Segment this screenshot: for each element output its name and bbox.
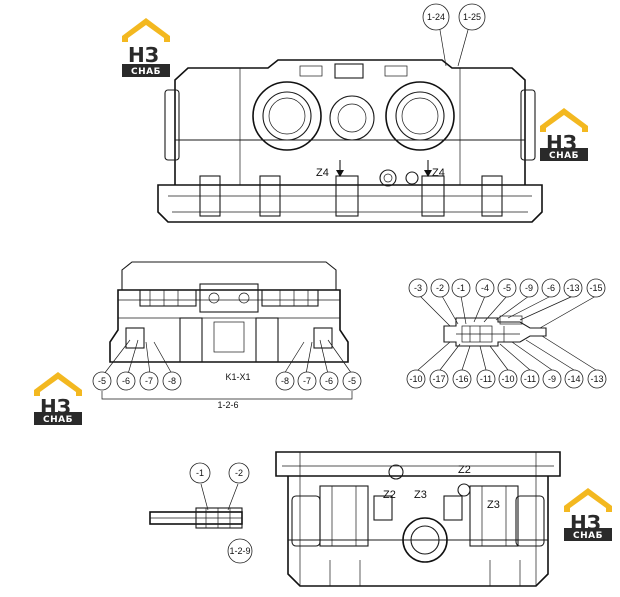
callout-middle-right-4: -5 — [342, 371, 362, 391]
callout-middle-left-1: -5 — [92, 371, 112, 391]
top-view: Z4 Z4 1-24 1-25 — [157, 3, 543, 223]
svg-text:-16: -16 — [455, 374, 468, 384]
svg-text:-3: -3 — [414, 283, 422, 293]
section-label: K1-X1 — [225, 372, 250, 382]
svg-text:-6: -6 — [122, 376, 130, 386]
svg-text:-10: -10 — [409, 374, 422, 384]
svg-text:-14: -14 — [567, 374, 580, 384]
callout-1-2-9: 1-2-9 — [227, 538, 253, 564]
svg-text:-8: -8 — [281, 376, 289, 386]
callout-middle-right-1: -8 — [275, 371, 295, 391]
callout-detail-bottom-9: -13 — [587, 369, 607, 389]
svg-text:-15: -15 — [589, 283, 602, 293]
callout-detail-top-1: -3 — [408, 278, 428, 298]
logo-bottom-right: НЗ СНАБ — [560, 484, 616, 541]
port-label-z3-right: Z3 — [487, 499, 500, 511]
callout-bottom-left-1: -1 — [189, 462, 211, 484]
svg-text:-2: -2 — [235, 468, 243, 478]
logo-word: СНАБ — [43, 415, 73, 425]
svg-text:-5: -5 — [348, 376, 356, 386]
callout-1-24: 1-24 — [422, 3, 450, 31]
svg-text:-5: -5 — [98, 376, 106, 386]
bottom-right-view: Z2 Z3 Z2 Z3 — [275, 451, 561, 587]
callout-detail-bottom-8: -14 — [564, 369, 584, 389]
detail-right-view: -3 -2 -1 -4 -5 -9 -6 -13 -15 -10 -17 -16… — [406, 278, 607, 389]
callout-middle-left-3: -7 — [139, 371, 159, 391]
bottom-left-view: -1 -2 1-2-9 — [149, 462, 253, 564]
logo-top-right: НЗ СНАБ — [536, 104, 592, 161]
port-label-z2-right: Z2 — [458, 464, 471, 476]
middle-view: K1-X1 -5 -6 -7 -8 -8 -7 -6 -5 1-2-6 — [92, 261, 362, 410]
svg-text:-6: -6 — [325, 376, 333, 386]
callout-detail-bottom-5: -10 — [498, 369, 518, 389]
callout-detail-top-2: -2 — [430, 278, 450, 298]
svg-text:-9: -9 — [548, 374, 556, 384]
port-label-z4-left: Z4 — [316, 167, 329, 179]
callout-detail-top-6: -9 — [519, 278, 539, 298]
callout-1-25: 1-25 — [458, 3, 486, 31]
logo-mark: НЗ — [128, 43, 159, 67]
callout-detail-top-4: -4 — [475, 278, 495, 298]
callout-detail-bottom-6: -11 — [520, 369, 540, 389]
svg-text:-6: -6 — [547, 283, 555, 293]
assembly-label-1-2-6: 1-2-6 — [217, 400, 238, 410]
logo-middle-left: НЗ СНАБ — [30, 368, 86, 425]
svg-text:1-2-9: 1-2-9 — [229, 546, 250, 556]
logo-word: СНАБ — [549, 151, 579, 161]
svg-text:-13: -13 — [590, 374, 603, 384]
callout-detail-bottom-3: -16 — [452, 369, 472, 389]
svg-text:-4: -4 — [481, 283, 489, 293]
svg-text:-1: -1 — [457, 283, 465, 293]
logo-word: СНАБ — [573, 531, 603, 541]
svg-text:-13: -13 — [566, 283, 579, 293]
callout-detail-bottom-1: -10 — [406, 369, 426, 389]
port-label-z4-right: Z4 — [432, 167, 445, 179]
logo-top-left: НЗ СНАБ — [118, 14, 174, 77]
svg-text:1-25: 1-25 — [463, 12, 481, 22]
svg-text:-1: -1 — [196, 468, 204, 478]
svg-text:-11: -11 — [480, 374, 492, 384]
callout-bottom-left-2: -2 — [228, 462, 250, 484]
callout-detail-bottom-2: -17 — [429, 369, 449, 389]
svg-text:-7: -7 — [145, 376, 153, 386]
callout-detail-top-7: -6 — [541, 278, 561, 298]
svg-text:-17: -17 — [432, 374, 445, 384]
callout-detail-top-3: -1 — [451, 278, 471, 298]
callout-detail-top-9: -15 — [586, 278, 606, 298]
callout-detail-top-8: -13 — [563, 278, 583, 298]
port-label-z3-left: Z3 — [414, 489, 427, 501]
callout-middle-right-3: -6 — [319, 371, 339, 391]
svg-text:-9: -9 — [525, 283, 533, 293]
svg-text:-5: -5 — [503, 283, 511, 293]
callout-middle-left-4: -8 — [162, 371, 182, 391]
logo-word: СНАБ — [131, 67, 161, 77]
port-label-z2-left: Z2 — [383, 489, 396, 501]
svg-text:-8: -8 — [168, 376, 176, 386]
svg-text:-10: -10 — [501, 374, 514, 384]
svg-text:-11: -11 — [524, 374, 536, 384]
callout-middle-left-2: -6 — [116, 371, 136, 391]
callout-detail-bottom-7: -9 — [542, 369, 562, 389]
callout-detail-top-5: -5 — [497, 278, 517, 298]
svg-text:1-24: 1-24 — [427, 12, 445, 22]
callout-middle-right-2: -7 — [297, 371, 317, 391]
callout-detail-bottom-4: -11 — [476, 369, 496, 389]
svg-text:-2: -2 — [436, 283, 444, 293]
svg-text:-7: -7 — [303, 376, 311, 386]
